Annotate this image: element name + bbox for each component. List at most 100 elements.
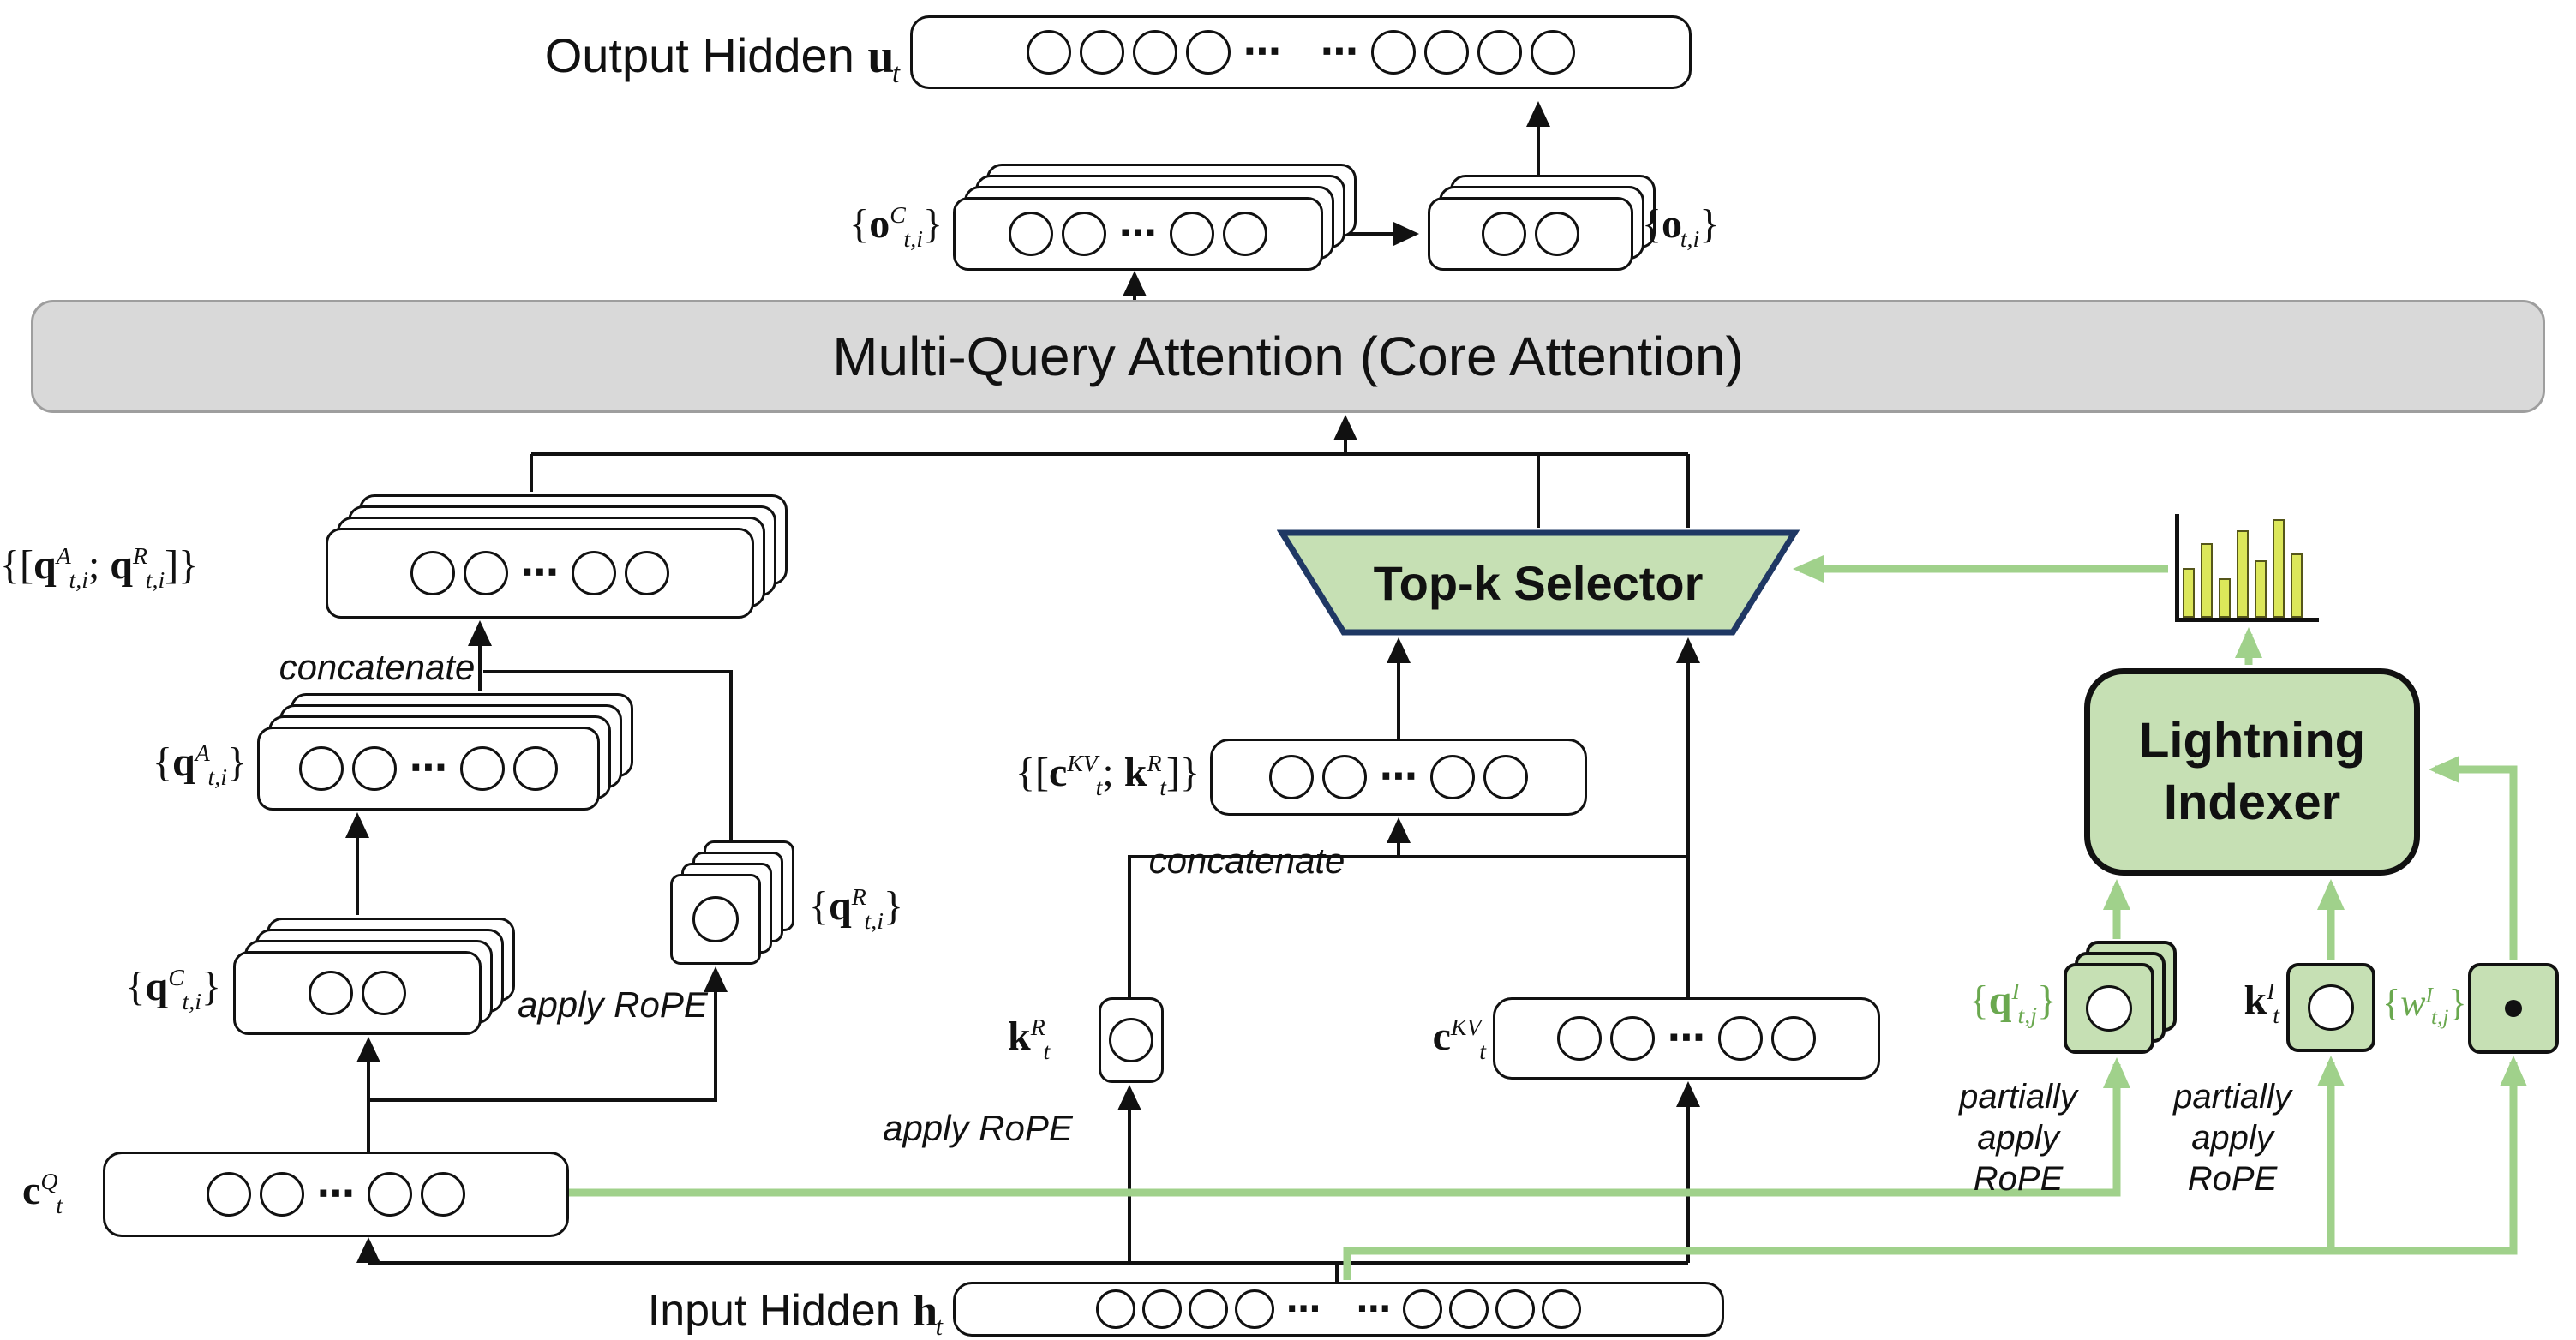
stack-card-front: ⋯ — [257, 727, 600, 811]
vector-cell — [1186, 30, 1231, 75]
k-r-vector — [1099, 997, 1164, 1083]
ckv-kr-vector: ⋯ — [1210, 739, 1587, 816]
ckv-kr-label: {[cKVt; kRt]} — [1015, 750, 1200, 801]
vector-cell — [1557, 1016, 1602, 1061]
topk-selector: Top-k Selector — [1276, 529, 1800, 636]
o-c-stack: ⋯ — [953, 164, 1357, 271]
vector-cell — [1423, 30, 1469, 75]
q-r-label: {qRt,i} — [809, 883, 903, 935]
stack-card-front — [1428, 197, 1633, 271]
q-concat-cells: ⋯ — [406, 551, 674, 595]
o-cells — [1477, 212, 1584, 256]
vector-cell — [1535, 212, 1579, 256]
vector-cell — [309, 971, 353, 1015]
concatenate-label-left: concatenate — [279, 647, 476, 687]
lightning-indexer: Lightning Indexer — [2084, 668, 2420, 876]
vector-cell — [1483, 755, 1528, 799]
score-histogram-icon — [2175, 514, 2319, 622]
k-r-label: kRt — [1008, 1014, 1051, 1065]
stack-card-front — [670, 874, 761, 965]
dot-product-dot — [2505, 1000, 2522, 1017]
c-kv-cells: ⋯ — [1553, 1016, 1820, 1061]
histogram-bar — [2273, 519, 2285, 618]
input-hidden-text: Input Hidden — [647, 1286, 901, 1336]
c-kv-vector: ⋯ — [1493, 997, 1880, 1080]
q-concat-label: {[qAt,i; qRt,i]} — [0, 542, 199, 594]
vector-cell — [1370, 30, 1416, 75]
vector-cell — [368, 1172, 412, 1217]
w-i-box — [2468, 963, 2559, 1054]
vector-cell — [299, 746, 344, 791]
q-c-stack — [233, 918, 515, 1035]
vector-cell — [460, 746, 505, 791]
vector-cell — [1062, 212, 1106, 256]
concatenate-label-mid: concatenate — [1148, 840, 1345, 881]
stack-card-front — [233, 951, 482, 1035]
topk-selector-label: Top-k Selector — [1373, 555, 1704, 610]
vector-cell — [1080, 30, 1125, 75]
output-hidden-math: ut — [867, 30, 900, 90]
stack-card-front: ⋯ — [326, 528, 754, 619]
c-q-label: cQt — [22, 1168, 63, 1219]
ckv-kr-cells: ⋯ — [1265, 755, 1532, 799]
histogram-bar — [2255, 560, 2267, 618]
q-a-stack: ⋯ — [257, 693, 633, 811]
vector-cell — [1109, 1018, 1153, 1062]
vector-cell — [1718, 1016, 1763, 1061]
vector-cell — [1189, 1289, 1229, 1329]
o-stack — [1428, 175, 1656, 271]
q-r-stack — [670, 840, 794, 965]
q-concat-stack: ⋯ — [326, 494, 788, 619]
partially-apply-rope-left: partially apply RoPE — [1959, 1078, 2077, 1198]
stack-card-front: ⋯ — [953, 197, 1323, 271]
vector-cell — [410, 551, 455, 595]
k-i-label: kIt — [2244, 978, 2280, 1029]
vector-cell — [1448, 1289, 1489, 1329]
vector-cell — [1430, 755, 1475, 799]
vector-cell — [513, 746, 558, 791]
vector-cell — [625, 551, 669, 595]
histogram-bar — [2291, 553, 2303, 618]
vector-cell — [260, 1172, 304, 1217]
q-a-cells: ⋯ — [295, 746, 562, 791]
vector-cell — [1610, 1016, 1655, 1061]
stack-card-front — [2064, 963, 2154, 1054]
vector-cell — [1170, 212, 1214, 256]
o-c-label: {oCt,i} — [849, 201, 943, 253]
o-label: {ot,i} — [1642, 201, 1720, 253]
vector-cell — [1771, 1016, 1816, 1061]
vector-cell — [464, 551, 508, 595]
ellipsis: ⋯ — [1668, 1016, 1705, 1060]
ellipsis: ⋯ — [410, 746, 447, 790]
black-connectors — [345, 101, 1700, 1282]
vector-cell — [1482, 212, 1526, 256]
vector-cell — [572, 551, 616, 595]
k-r-cells — [1105, 1018, 1158, 1062]
apply-rope-label-left: apply RoPE — [518, 984, 708, 1025]
q-i-cells — [2086, 985, 2132, 1032]
vector-cell — [1530, 30, 1575, 75]
ellipsis: ⋯ — [1119, 212, 1157, 255]
trapezoid-shape — [1276, 529, 1800, 636]
c-kv-label: cKVt — [1432, 1014, 1486, 1065]
vector-cell — [1142, 1289, 1183, 1329]
vector-cell — [1477, 30, 1522, 75]
vector-cell — [1027, 30, 1072, 75]
q-c-cells — [304, 971, 410, 1015]
partially-apply-rope-right: partially apply RoPE — [2173, 1078, 2291, 1198]
vector-cell — [421, 1172, 465, 1217]
histogram-bar — [2183, 567, 2195, 618]
k-i-box — [2286, 963, 2375, 1052]
ellipsis: ⋯ — [317, 1172, 355, 1216]
vector-cell — [692, 896, 739, 942]
output-hidden-cells: ⋯ ⋯ — [1022, 30, 1579, 75]
vector-cell — [1495, 1289, 1535, 1329]
vector-cell — [207, 1172, 251, 1217]
c-q-cells: ⋯ — [202, 1172, 470, 1217]
vector-cell — [1402, 1289, 1442, 1329]
w-i-label: {wIt,j} — [2382, 982, 2467, 1029]
o-c-cells: ⋯ — [1004, 212, 1272, 256]
c-q-vector: ⋯ — [103, 1152, 569, 1237]
